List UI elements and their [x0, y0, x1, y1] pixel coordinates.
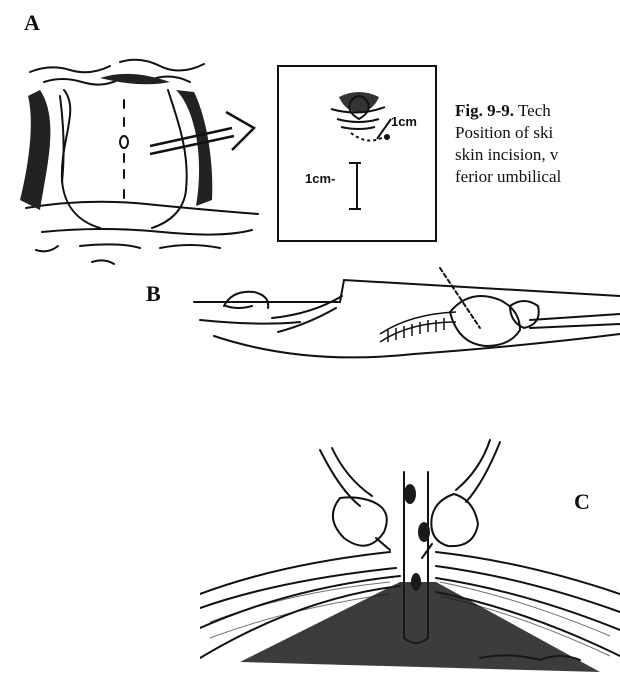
- dim-label-top: 1cm: [391, 114, 417, 129]
- caption-line-4: ferior umbilical: [455, 166, 620, 188]
- patient-position-illustration: [180, 262, 620, 374]
- figure-number: Fig. 9-9.: [455, 101, 514, 120]
- panel-label-a: A: [24, 10, 40, 36]
- caption-line-1-text: Tech: [518, 101, 551, 120]
- incision-inset: 1cm 1cm-: [277, 65, 437, 242]
- trocar-insertion-illustration: [200, 432, 620, 674]
- incision-detail: [279, 67, 435, 240]
- caption-line-1: Fig. 9-9. Tech: [455, 100, 620, 122]
- caption-line-2: Position of ski: [455, 122, 620, 144]
- figure-caption: Fig. 9-9. Tech Position of ski skin inci…: [455, 100, 620, 188]
- dim-label-left: 1cm-: [305, 171, 335, 186]
- caption-line-3: skin incision, v: [455, 144, 620, 166]
- abdomen-illustration: [0, 50, 270, 270]
- panel-label-b: B: [146, 281, 161, 307]
